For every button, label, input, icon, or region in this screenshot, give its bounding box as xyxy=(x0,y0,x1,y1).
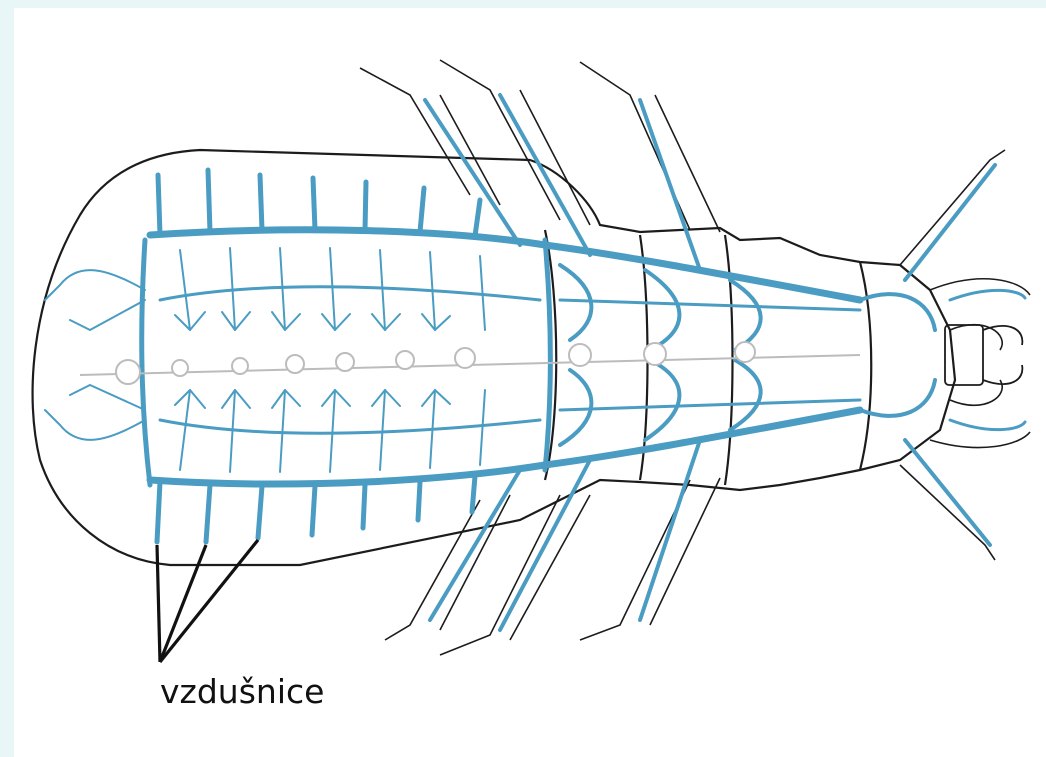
body-outline xyxy=(33,150,955,565)
head-plates xyxy=(945,325,1022,385)
spiracles-label: vzdušnice xyxy=(160,672,324,711)
callout-lines xyxy=(157,540,258,662)
